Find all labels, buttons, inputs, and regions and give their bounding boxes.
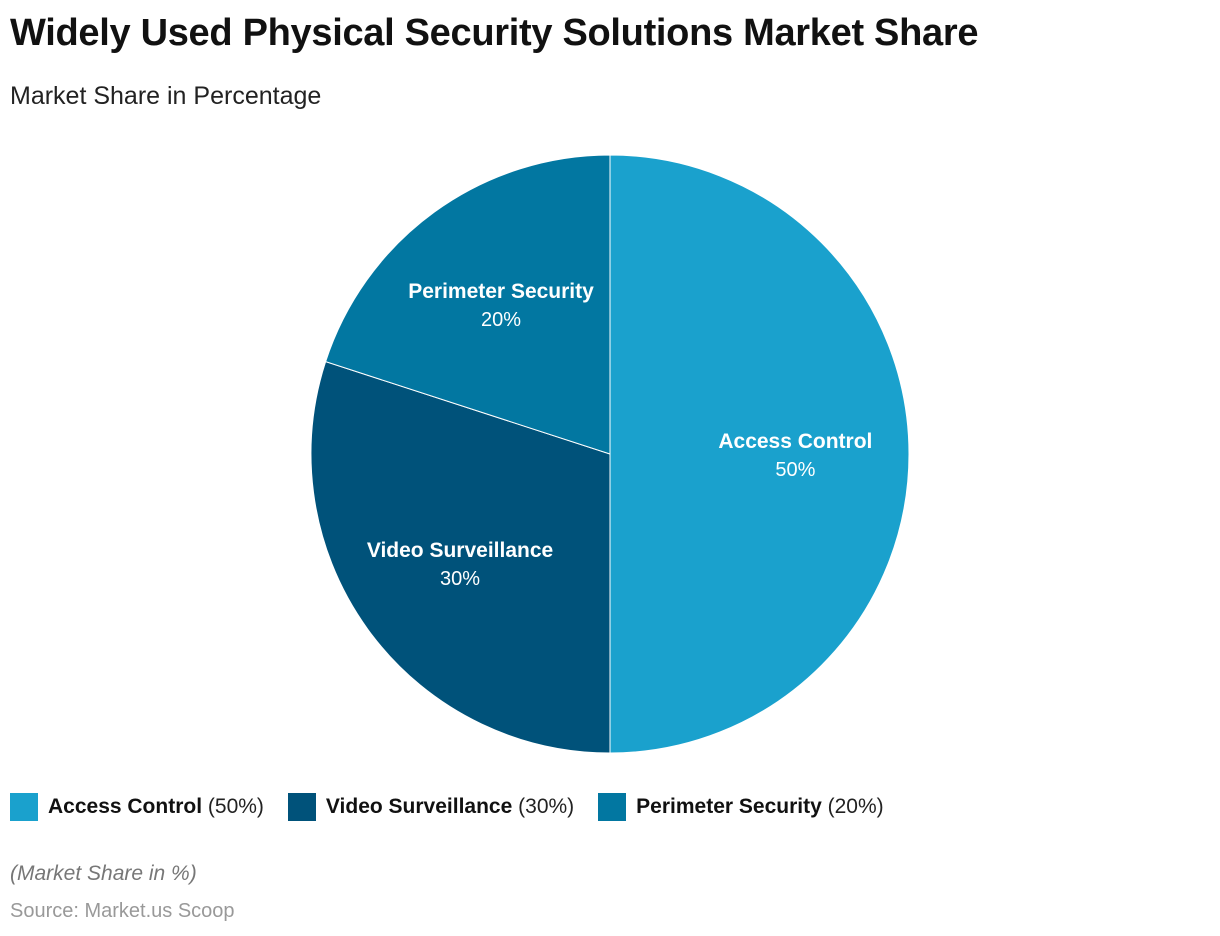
slice-label: Video Surveillance (367, 539, 553, 562)
legend-item-access-control[interactable]: Access Control (50%) (10, 793, 264, 821)
pie-slice-video-surveillance[interactable] (310, 360, 611, 754)
chart-source: Source: Market.us Scoop (10, 900, 235, 922)
legend-swatch (287, 793, 316, 821)
chart-note: (Market Share in %) (10, 862, 197, 885)
legend-item-video-surveillance[interactable]: Video Surveillance (30%) (287, 793, 575, 821)
legend-value: (30%) (518, 795, 575, 818)
pie-chart: Access Control 50% Video Surveillance 30% Pe… (310, 154, 910, 754)
chart-subtitle: Market Share in Percentage (10, 82, 322, 110)
legend-swatch (598, 793, 627, 821)
chart-title: Widely Used Physical Security Solutions … (10, 12, 979, 54)
legend-label: Access Control (48, 795, 203, 818)
slice-label: Access Control (718, 430, 872, 453)
legend-value: (20%) (827, 795, 884, 818)
slice-value-label: 50% (775, 459, 815, 481)
legend-swatch (10, 793, 38, 821)
legend-value: (50%) (207, 795, 264, 818)
legend-label: Video Surveillance (325, 795, 513, 818)
pie-slice-access-control[interactable] (609, 154, 910, 754)
legend: Access Control (50%) Video Surveillance … (10, 793, 884, 821)
legend-label: Perimeter Security (636, 795, 822, 818)
legend-item-perimeter-security[interactable]: Perimeter Security (20%) (598, 793, 884, 821)
slice-value-label: 20% (481, 309, 521, 331)
pie-slice-perimeter-security[interactable] (325, 154, 611, 455)
slice-label: Perimeter Security (408, 280, 594, 303)
slice-value-label: 30% (440, 568, 480, 590)
